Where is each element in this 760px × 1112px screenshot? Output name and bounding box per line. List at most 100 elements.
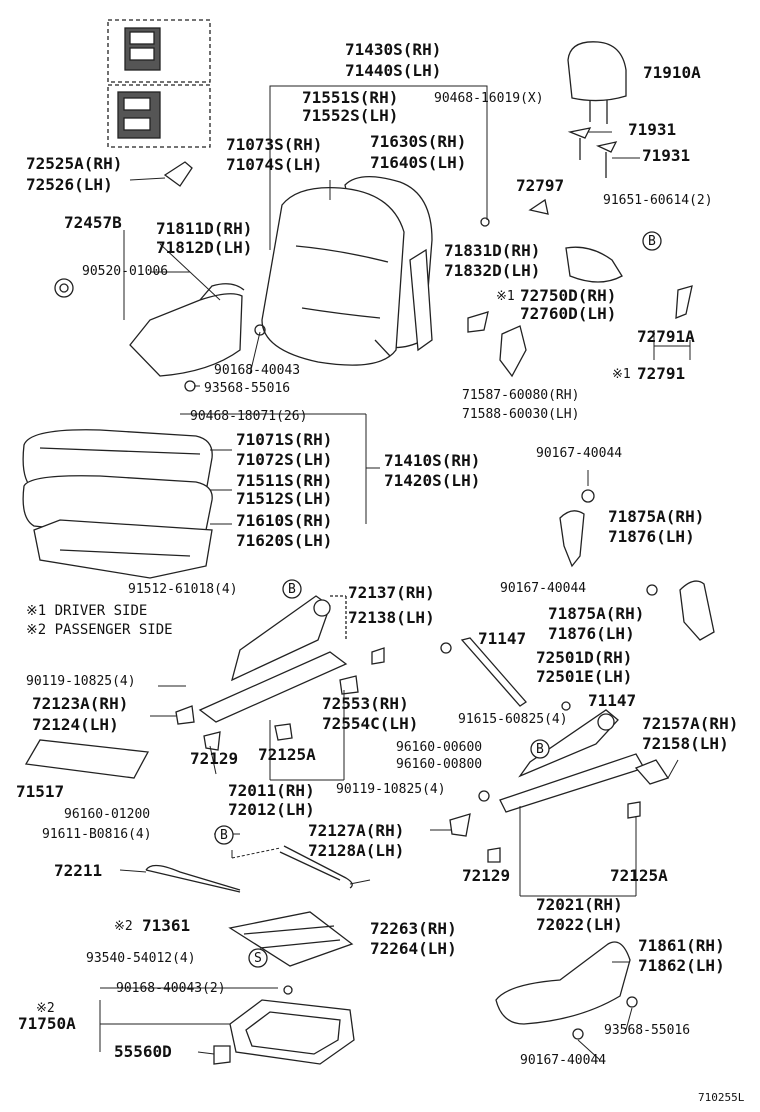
seatback-frame — [54, 161, 266, 392]
part-label: 71587-60080(RH) — [462, 388, 580, 403]
part-label: 72128A(LH) — [308, 841, 405, 860]
part-label: 72124(LH) — [32, 715, 119, 734]
part-label: 71588-60030(LH) — [462, 407, 580, 422]
part-label: 71812D(LH) — [156, 238, 253, 257]
part-label: 72263(RH) — [370, 919, 457, 938]
part-label: 71420S(LH) — [384, 471, 481, 490]
part-label: 71361 — [142, 916, 191, 935]
seat-brackets — [559, 489, 715, 641]
part-label: 72137(RH) — [348, 583, 435, 602]
part-label: 72158(LH) — [642, 734, 729, 753]
part-label: 72129 — [462, 866, 511, 885]
part-label: 72791 — [637, 364, 686, 383]
part-label: 90520-01006 — [82, 264, 169, 279]
part-label: 71862(LH) — [638, 956, 725, 975]
part-label: 71640S(LH) — [370, 153, 467, 172]
part-label: 72211 — [54, 861, 103, 880]
part-label: 72022(LH) — [536, 915, 623, 934]
part-label: 72127A(RH) — [308, 821, 405, 840]
side-cover-71861 — [495, 941, 638, 1040]
location-thumbnail-lower — [107, 84, 211, 148]
part-label: 91512-61018(4) — [128, 582, 238, 597]
part-label: 71147 — [588, 691, 637, 710]
seat-cushion — [22, 429, 213, 579]
part-label: 91651-60614(2) — [603, 193, 713, 208]
location-thumbnail-upper — [107, 19, 211, 83]
note-driver-side: ※1 DRIVER SIDE — [26, 603, 148, 619]
part-label: 71071S(RH) — [236, 430, 333, 449]
figure-id: 710255L — [698, 1091, 745, 1104]
mat-71517 — [24, 739, 150, 779]
part-label: 72457B — [64, 213, 122, 232]
part-label: 96160-00800 — [396, 757, 483, 772]
part-label: 71512S(LH) — [236, 489, 333, 508]
part-label: 71831D(RH) — [444, 241, 541, 260]
part-label: 71750A — [18, 1014, 76, 1033]
part-label: 71072S(LH) — [236, 450, 333, 469]
part-label: 90168-40043(2) — [116, 981, 226, 996]
undertray-71361 — [228, 911, 354, 967]
part-label: 55560D — [114, 1042, 172, 1061]
callout-b-2: B — [288, 582, 296, 597]
part-label: 90119-10825(4) — [26, 674, 136, 689]
part-label: 71147 — [478, 629, 527, 648]
part-label: 93568-55016 — [604, 1023, 691, 1038]
part-label: 72797 — [516, 176, 565, 195]
part-label: 93568-55016 — [204, 381, 291, 396]
headrest — [567, 41, 627, 124]
seat-track-left — [175, 595, 385, 751]
part-label: 72760D(LH) — [520, 304, 617, 323]
part-label: 72125A — [258, 745, 316, 764]
part-label: 71910A — [643, 63, 701, 82]
rod-72211 — [145, 864, 241, 893]
callout-b-3: B — [536, 742, 544, 757]
headrest-support-1 — [567, 127, 592, 160]
leader-lines — [99, 85, 691, 1061]
part-label: 71931 — [642, 146, 691, 165]
part-label: 71875A(RH) — [548, 604, 645, 623]
part-label: 72526(LH) — [26, 175, 113, 194]
note-passenger-side: ※2 PASSENGER SIDE — [26, 622, 173, 638]
storage-tray — [213, 985, 355, 1065]
part-label: 71620S(LH) — [236, 531, 333, 550]
part-label: 71551S(RH) — [302, 88, 399, 107]
part-label: 90167-40044 — [520, 1053, 607, 1068]
part-label: 90167-40044 — [500, 581, 587, 596]
part-label: 72264(LH) — [370, 939, 457, 958]
part-label: 71861(RH) — [638, 936, 725, 955]
note-mark: ※2 — [114, 919, 133, 934]
part-label: 71811D(RH) — [156, 219, 253, 238]
cable-72263 — [279, 845, 353, 889]
part-label: 90168-40043 — [214, 363, 301, 378]
callout-b-4: B — [220, 828, 228, 843]
part-label: 71630S(RH) — [370, 132, 467, 151]
part-label: 91611-B0816(4) — [42, 827, 152, 842]
part-label: 72129 — [190, 749, 239, 768]
part-label: 90468-16019(X) — [434, 91, 544, 106]
part-label: 71511S(RH) — [236, 471, 333, 490]
part-label: 93540-54012(4) — [86, 951, 196, 966]
part-label: 90468-18071(26) — [190, 409, 308, 424]
part-label: 71073S(RH) — [226, 135, 323, 154]
part-label: 72012(LH) — [228, 800, 315, 819]
part-label: 71832D(LH) — [444, 261, 541, 280]
part-label: 72157A(RH) — [642, 714, 739, 733]
part-label: 71610S(RH) — [236, 511, 333, 530]
part-label: 71552S(LH) — [302, 106, 399, 125]
headrest-support-2 — [595, 141, 618, 178]
callout-circles — [214, 231, 662, 968]
part-label: 71517 — [16, 782, 65, 801]
part-label: 71410S(RH) — [384, 451, 481, 470]
part-label: 72501E(LH) — [536, 667, 633, 686]
callout-b-1: B — [648, 234, 656, 249]
part-label: 71876(LH) — [548, 624, 635, 643]
part-label: 71876(LH) — [608, 527, 695, 546]
part-label: 72125A — [610, 866, 668, 885]
part-label: 72138(LH) — [348, 608, 435, 627]
part-label: 71074S(LH) — [226, 155, 323, 174]
part-label: 72554C(LH) — [322, 714, 419, 733]
note-mark: ※2 — [36, 1001, 55, 1016]
part-label: 71430S(RH) — [345, 40, 442, 59]
